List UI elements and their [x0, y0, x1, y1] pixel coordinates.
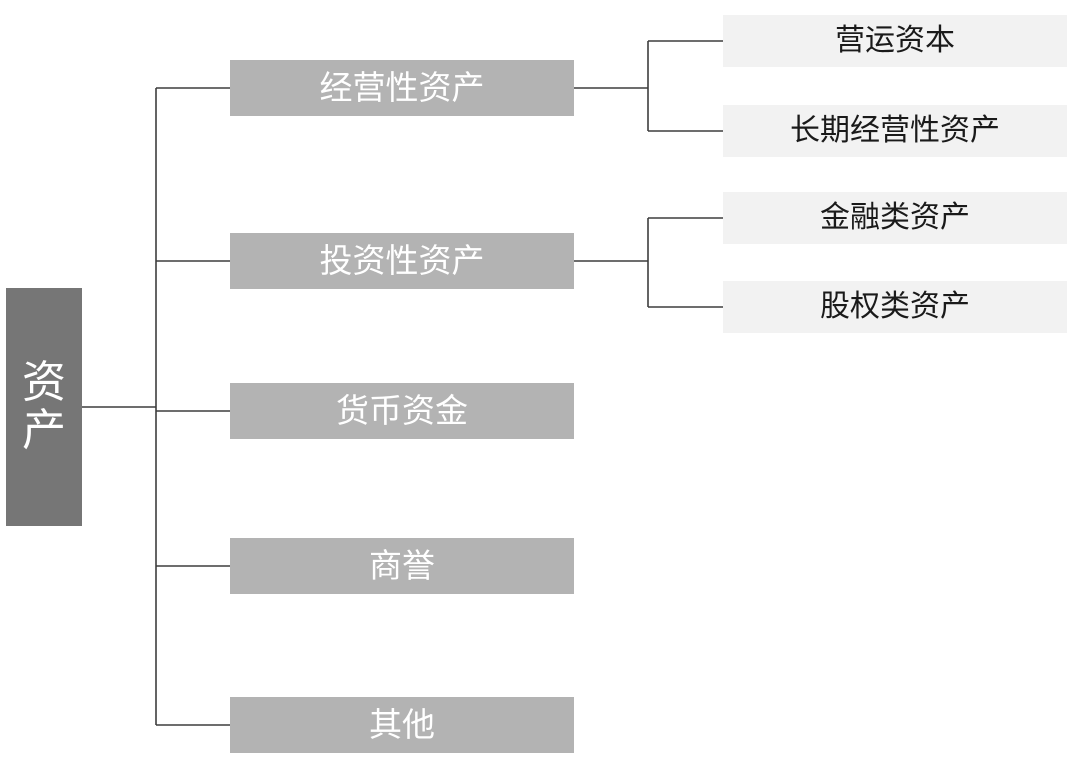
node-level1-label: 其他	[369, 706, 435, 744]
node-level1-label: 商誉	[369, 547, 435, 585]
node-level2-working-capital[interactable]: 营运资本	[723, 15, 1067, 67]
node-root-label: 资产	[22, 357, 66, 455]
node-level2-label: 金融类资产	[820, 200, 970, 234]
node-level2-long-term-operating-assets[interactable]: 长期经营性资产	[723, 105, 1067, 157]
node-level1-label: 投资性资产	[319, 242, 485, 280]
node-level1-goodwill[interactable]: 商誉	[230, 538, 574, 594]
node-level2-label: 股权类资产	[820, 289, 970, 323]
node-level1-label: 货币资金	[336, 392, 468, 430]
node-level2-label: 长期经营性资产	[790, 113, 1000, 147]
node-level1-investment-assets[interactable]: 投资性资产	[230, 233, 574, 289]
node-level1-monetary-funds[interactable]: 货币资金	[230, 383, 574, 439]
node-level2-equity-assets[interactable]: 股权类资产	[723, 281, 1067, 333]
node-root[interactable]: 资产	[6, 288, 82, 526]
node-level1-label: 经营性资产	[319, 69, 485, 107]
node-level1-operating-assets[interactable]: 经营性资产	[230, 60, 574, 116]
node-level1-other[interactable]: 其他	[230, 697, 574, 753]
node-level2-label: 营运资本	[835, 23, 955, 57]
node-level2-financial-assets[interactable]: 金融类资产	[723, 192, 1067, 244]
